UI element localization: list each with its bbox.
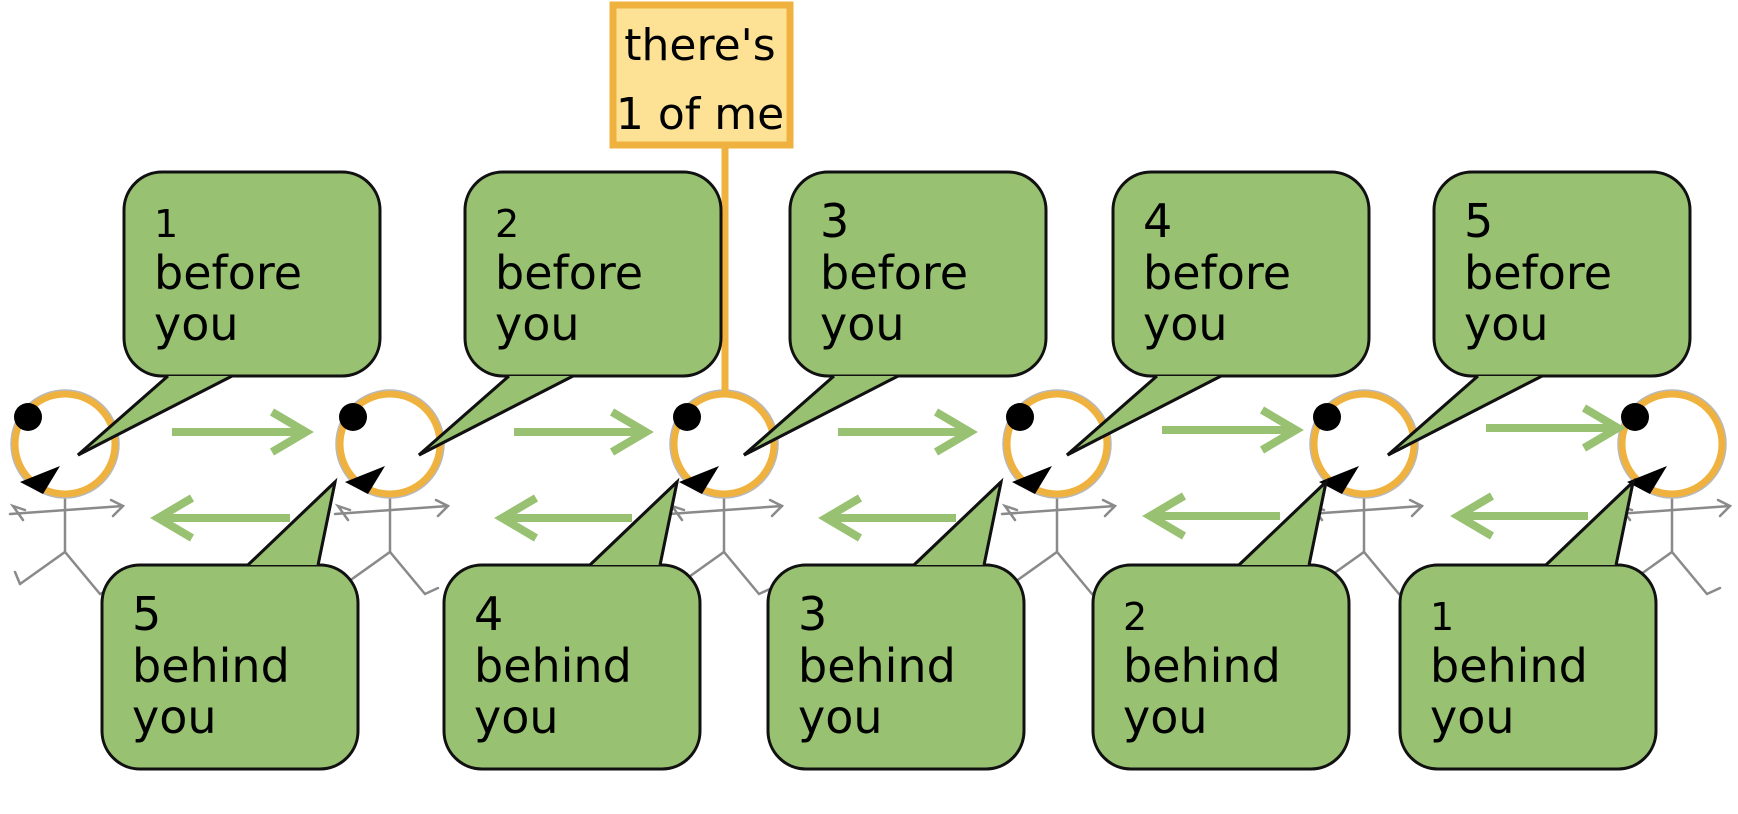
bubble-you: you (132, 690, 217, 744)
bubble-body (1398, 563, 1658, 771)
bubble-number: 5 (1464, 194, 1493, 248)
before-bubbles: 1beforeyou2beforeyou3beforeyou4beforeyou… (77, 170, 1692, 457)
bubble-word: behind (798, 639, 956, 693)
bubble-word: behind (474, 639, 632, 693)
stick-figure (1307, 389, 1425, 596)
forward-arrow (172, 408, 314, 456)
bubble-you: you (820, 297, 905, 351)
bubble-you: you (495, 297, 580, 351)
bubble-you: you (474, 690, 559, 744)
mouth-wedge (20, 466, 60, 494)
stick-figure (667, 389, 785, 596)
stick-figures (8, 389, 1733, 596)
eye-dot (1006, 403, 1034, 431)
eye-dot (673, 403, 701, 431)
mouth-wedge (679, 466, 719, 494)
bubble-you: you (1143, 297, 1228, 351)
stick-figure (333, 389, 451, 596)
arrows (150, 404, 1626, 542)
bubble-body (463, 170, 723, 378)
backward-arrow (494, 494, 632, 542)
bubble-body (1091, 563, 1351, 771)
bubble-word: before (154, 246, 302, 300)
bubble-word: before (495, 246, 643, 300)
backward-arrow (818, 494, 956, 542)
bubble-you: you (1123, 690, 1208, 744)
label-line-2: 1 of me (616, 89, 784, 140)
forward-arrow (1162, 406, 1304, 454)
mouth-wedge (1012, 466, 1052, 494)
bubble-word: before (1464, 246, 1612, 300)
backward-arrow (1450, 492, 1588, 540)
bubble-number: 4 (1143, 194, 1172, 248)
forward-arrow (1486, 404, 1626, 452)
bubble-you: you (798, 690, 883, 744)
bubble-you: you (154, 297, 239, 351)
label-box: there's 1 of me (609, 1, 794, 149)
bubble-number: 4 (474, 587, 503, 641)
bubble-number: 2 (1123, 595, 1147, 639)
bubble-word: behind (1123, 639, 1281, 693)
bubble-you: you (1430, 690, 1515, 744)
bubble-number: 1 (1430, 595, 1454, 639)
label-line-1: there's (624, 20, 775, 71)
stick-figure (1615, 389, 1733, 596)
bubble-body (122, 170, 382, 378)
eye-dot (14, 403, 42, 431)
backward-arrow (1142, 492, 1280, 540)
behind-bubbles: 5behindyou4behindyou3behindyou2behindyou… (100, 477, 1658, 771)
bubble-word: behind (1430, 639, 1588, 693)
bubble-number: 1 (154, 202, 178, 246)
mouth-wedge (1627, 466, 1667, 494)
bubble-body (788, 170, 1048, 378)
mouth-wedge (345, 466, 385, 494)
bubble-body (1111, 170, 1371, 378)
bubble-word: behind (132, 639, 290, 693)
bubble-body (442, 563, 702, 771)
forward-arrow (514, 408, 654, 456)
eye-dot (1313, 403, 1341, 431)
bubble-number: 5 (132, 587, 161, 641)
bubble-body (100, 563, 360, 771)
stick-figure (8, 389, 126, 596)
bubble-word: before (820, 246, 968, 300)
eye-dot (339, 403, 367, 431)
bubble-word: before (1143, 246, 1291, 300)
bubble-body (766, 563, 1026, 771)
bubble-number: 3 (820, 194, 849, 248)
bubble-number: 3 (798, 587, 827, 641)
bubble-number: 2 (495, 202, 519, 246)
stick-figure (1000, 389, 1118, 596)
bubble-body (1432, 170, 1692, 378)
bubble-you: you (1464, 297, 1549, 351)
backward-arrow (150, 494, 290, 542)
forward-arrow (838, 408, 978, 456)
eye-dot (1621, 403, 1649, 431)
mouth-wedge (1319, 466, 1359, 494)
